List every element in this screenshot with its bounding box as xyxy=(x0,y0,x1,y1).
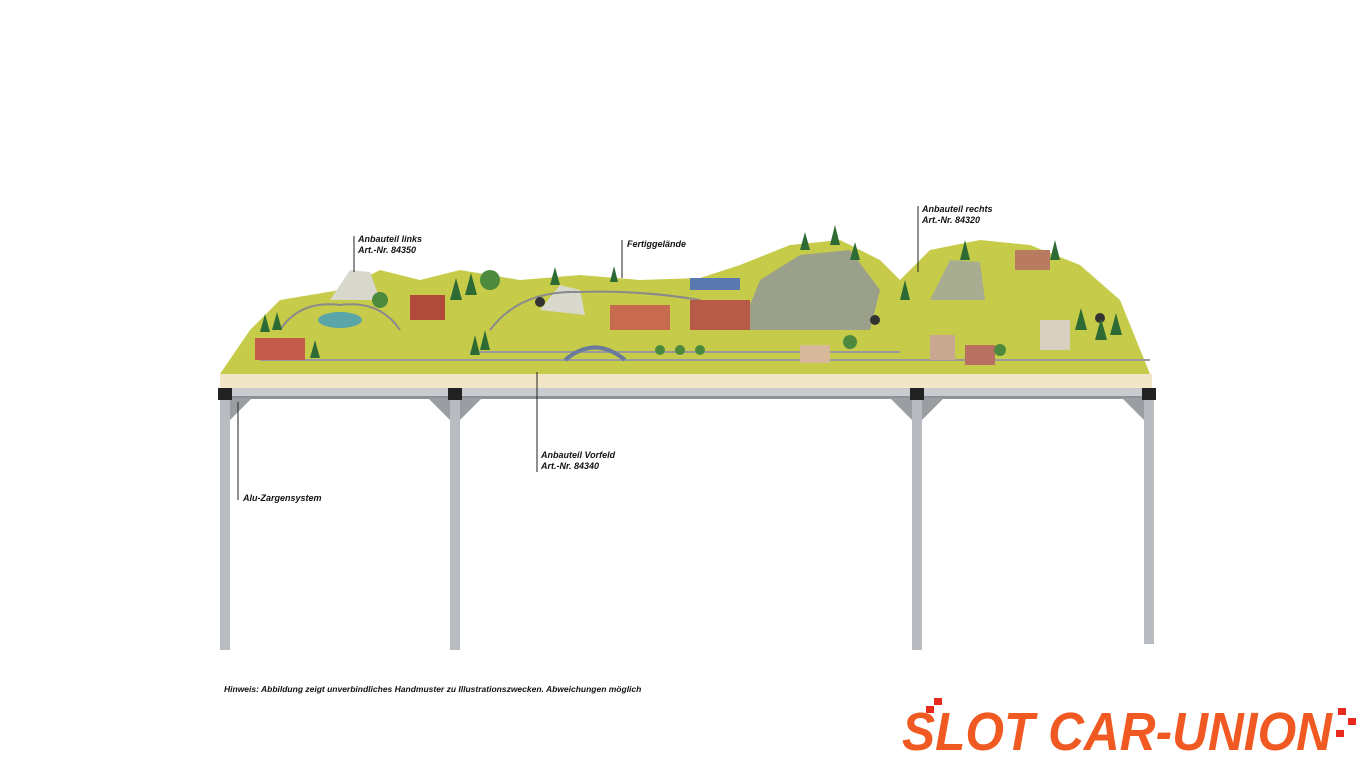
leg-mid-left xyxy=(450,392,460,650)
label-center-name: Fertiggelände xyxy=(627,239,687,249)
brand-logo[interactable]: SLOT CAR-UNION xyxy=(896,696,1366,762)
label-right-name: Anbauteil rechts xyxy=(922,204,993,214)
leg-right xyxy=(1144,392,1154,644)
label-anbauteil-vorfeld: Anbauteil Vorfeld Art.-Nr. 84340 xyxy=(541,450,615,472)
label-anbauteil-rechts: Anbauteil rechts Art.-Nr. 84320 xyxy=(922,204,993,226)
wooden-board xyxy=(220,374,1152,388)
leg-left xyxy=(220,392,230,650)
leg-mid-right xyxy=(912,392,922,650)
model-landscape xyxy=(220,225,1150,374)
label-anbauteil-links: Anbauteil links Art.-Nr. 84350 xyxy=(358,234,422,256)
brand-logo-graphic: SLOT CAR-UNION xyxy=(902,698,1356,762)
label-left-art: Art.-Nr. 84350 xyxy=(358,245,417,255)
label-front-name: Anbauteil Vorfeld xyxy=(541,450,616,460)
brand-logo-text: SLOT CAR-UNION xyxy=(902,702,1333,756)
label-front-art: Art.-Nr. 84340 xyxy=(541,461,600,471)
label-frame-name: Alu-Zargensystem xyxy=(243,493,322,503)
disclaimer-note: Hinweis: Abbildung zeigt unverbindliches… xyxy=(224,684,642,694)
label-alu-zargensystem: Alu-Zargensystem xyxy=(243,493,322,504)
label-leader-lines xyxy=(237,206,919,500)
label-left-name: Anbauteil links xyxy=(358,234,423,244)
aluminum-frame xyxy=(218,388,1156,650)
label-fertiggelaende: Fertiggelände xyxy=(627,239,686,250)
label-right-art: Art.-Nr. 84320 xyxy=(922,215,981,225)
